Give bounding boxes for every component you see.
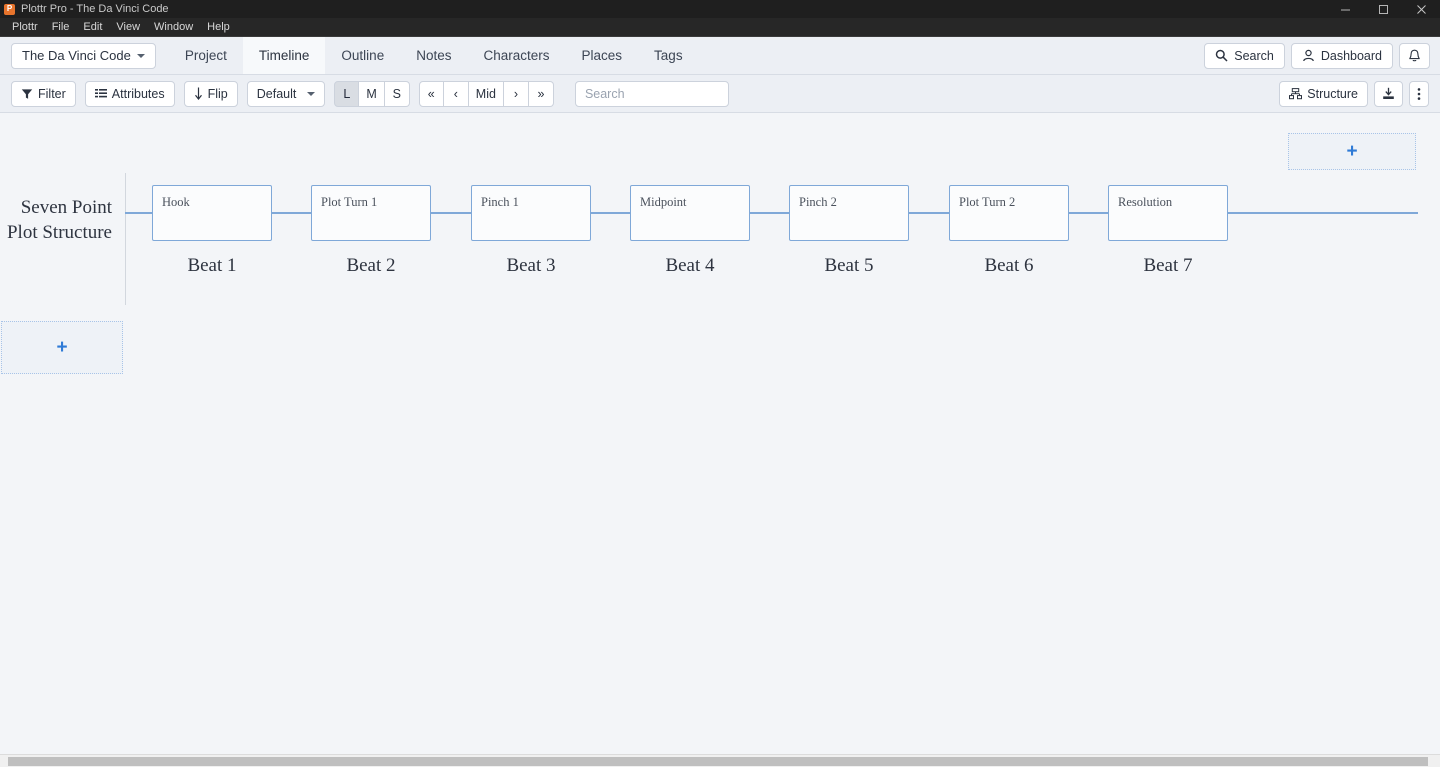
zoom-next-button[interactable]: ›: [503, 80, 529, 107]
card-hook[interactable]: Hook: [152, 185, 272, 241]
card-size-s[interactable]: S: [384, 80, 410, 107]
flip-button[interactable]: Flip: [183, 80, 238, 107]
zoom-prev-button[interactable]: ‹: [443, 80, 469, 107]
tab-characters[interactable]: Characters: [483, 48, 550, 63]
list-icon: [94, 88, 107, 100]
export-icon: [1382, 87, 1395, 100]
tab-project[interactable]: Project: [184, 48, 227, 63]
user-icon: [1302, 49, 1315, 62]
search-icon: [1215, 49, 1228, 62]
tab-tags[interactable]: Tags: [654, 48, 683, 63]
zoom-group: « ‹ Mid › »: [418, 80, 554, 107]
structure-button[interactable]: Structure: [1279, 80, 1368, 107]
horizontal-scrollbar-thumb[interactable]: [8, 757, 1428, 766]
card-title: Pinch 2: [799, 195, 837, 209]
maximize-icon[interactable]: [1364, 0, 1402, 18]
beat-header-2[interactable]: Beat 2: [346, 255, 396, 276]
zoom-last-button[interactable]: »: [528, 80, 554, 107]
arrow-down-icon: [194, 87, 203, 100]
menu-item-edit[interactable]: Edit: [83, 20, 103, 33]
card-title: Pinch 1: [481, 195, 519, 209]
card-plot-turn-1[interactable]: Plot Turn 1: [311, 185, 431, 241]
tab-places[interactable]: Places: [581, 48, 623, 63]
plottr-logo-icon: P: [4, 3, 15, 15]
card-resolution[interactable]: Resolution: [1108, 185, 1228, 241]
tab-timeline[interactable]: Timeline: [242, 37, 326, 74]
toolbar-right-actions: Structure: [1279, 80, 1429, 107]
bell-icon: [1408, 49, 1421, 63]
menu-item-plottr[interactable]: Plottr: [12, 20, 38, 33]
beat-header-3[interactable]: Beat 3: [506, 255, 556, 276]
nav-tabs: Project Timeline Outline Notes Character…: [169, 37, 699, 74]
card-title: Midpoint: [640, 195, 687, 209]
dashboard-button[interactable]: Dashboard: [1290, 42, 1393, 69]
timeline-canvas[interactable]: Beat 1 Beat 2 Beat 3 Beat 4 Beat 5 Beat …: [0, 113, 1440, 767]
card-size-m[interactable]: M: [359, 80, 385, 107]
beat-header-7[interactable]: Beat 7: [1143, 255, 1193, 276]
zoom-first-button[interactable]: «: [418, 80, 444, 107]
flip-button-label: Flip: [207, 86, 228, 101]
card-midpoint[interactable]: Midpoint: [630, 185, 750, 241]
kebab-menu-icon: [1417, 87, 1421, 101]
notifications-button[interactable]: [1399, 42, 1430, 69]
menu-item-help[interactable]: Help: [207, 20, 230, 33]
search-button-label: Search: [1234, 48, 1274, 63]
horizontal-scrollbar[interactable]: [0, 754, 1440, 767]
zoom-mid-button[interactable]: Mid: [468, 80, 504, 107]
card-plot-turn-2[interactable]: Plot Turn 2: [949, 185, 1069, 241]
navbar-actions: Search Dashboard: [1204, 42, 1430, 69]
plus-icon: +: [56, 337, 68, 358]
card-title: Plot Turn 2: [959, 195, 1016, 209]
timeline-toolbar: Filter Attributes Flip Default L M S « ‹…: [0, 75, 1440, 113]
timeline-search-input[interactable]: [574, 80, 729, 107]
menu-item-file[interactable]: File: [51, 20, 70, 33]
chevron-down-icon: [136, 53, 145, 58]
card-title: Plot Turn 1: [321, 195, 378, 209]
minimize-icon[interactable]: [1326, 0, 1364, 18]
view-preset-label: Default: [256, 86, 297, 101]
menu-bar: Plottr File Edit View Window Help: [0, 18, 1440, 37]
more-options-button[interactable]: [1409, 80, 1429, 107]
beat-header-1[interactable]: Beat 1: [187, 255, 237, 276]
menu-item-view[interactable]: View: [116, 20, 141, 33]
card-pinch-1[interactable]: Pinch 1: [471, 185, 591, 241]
add-beat-button[interactable]: +: [1288, 133, 1416, 170]
funnel-icon: [21, 88, 33, 100]
filter-button[interactable]: Filter: [11, 80, 76, 107]
filter-button-label: Filter: [38, 86, 66, 101]
card-size-group: L M S: [334, 80, 410, 107]
window-titlebar: P Plottr Pro - The Da Vinci Code: [0, 0, 1440, 18]
add-plotline-button[interactable]: +: [1, 321, 123, 374]
plotline-track: [125, 212, 1418, 214]
structure-button-label: Structure: [1307, 86, 1358, 101]
view-preset-dropdown[interactable]: Default: [246, 80, 326, 107]
plus-icon: +: [1346, 141, 1358, 162]
close-icon[interactable]: [1402, 0, 1440, 18]
chevron-down-icon: [307, 91, 316, 96]
beat-header-5[interactable]: Beat 5: [824, 255, 874, 276]
card-title: Resolution: [1118, 195, 1173, 209]
window-title: Plottr Pro - The Da Vinci Code: [21, 3, 169, 15]
dashboard-button-label: Dashboard: [1320, 48, 1382, 63]
tab-notes[interactable]: Notes: [416, 48, 452, 63]
window-controls: [1326, 0, 1440, 18]
project-selector[interactable]: The Da Vinci Code: [11, 42, 156, 69]
export-button[interactable]: [1374, 80, 1403, 107]
sitemap-icon: [1289, 87, 1303, 100]
beat-header-4[interactable]: Beat 4: [665, 255, 715, 276]
project-selector-label: The Da Vinci Code: [22, 48, 131, 63]
tab-outline[interactable]: Outline: [341, 48, 385, 63]
line-divider: [125, 173, 126, 305]
card-size-l[interactable]: L: [334, 80, 360, 107]
main-navbar: The Da Vinci Code Project Timeline Outli…: [0, 37, 1440, 75]
plotline-title[interactable]: Seven Point Plot Structure: [6, 197, 112, 244]
menu-item-window[interactable]: Window: [154, 20, 194, 33]
card-title: Hook: [162, 195, 190, 209]
attributes-button[interactable]: Attributes: [84, 80, 175, 107]
search-button[interactable]: Search: [1204, 42, 1285, 69]
card-pinch-2[interactable]: Pinch 2: [789, 185, 909, 241]
beat-header-6[interactable]: Beat 6: [984, 255, 1034, 276]
attributes-button-label: Attributes: [111, 86, 165, 101]
